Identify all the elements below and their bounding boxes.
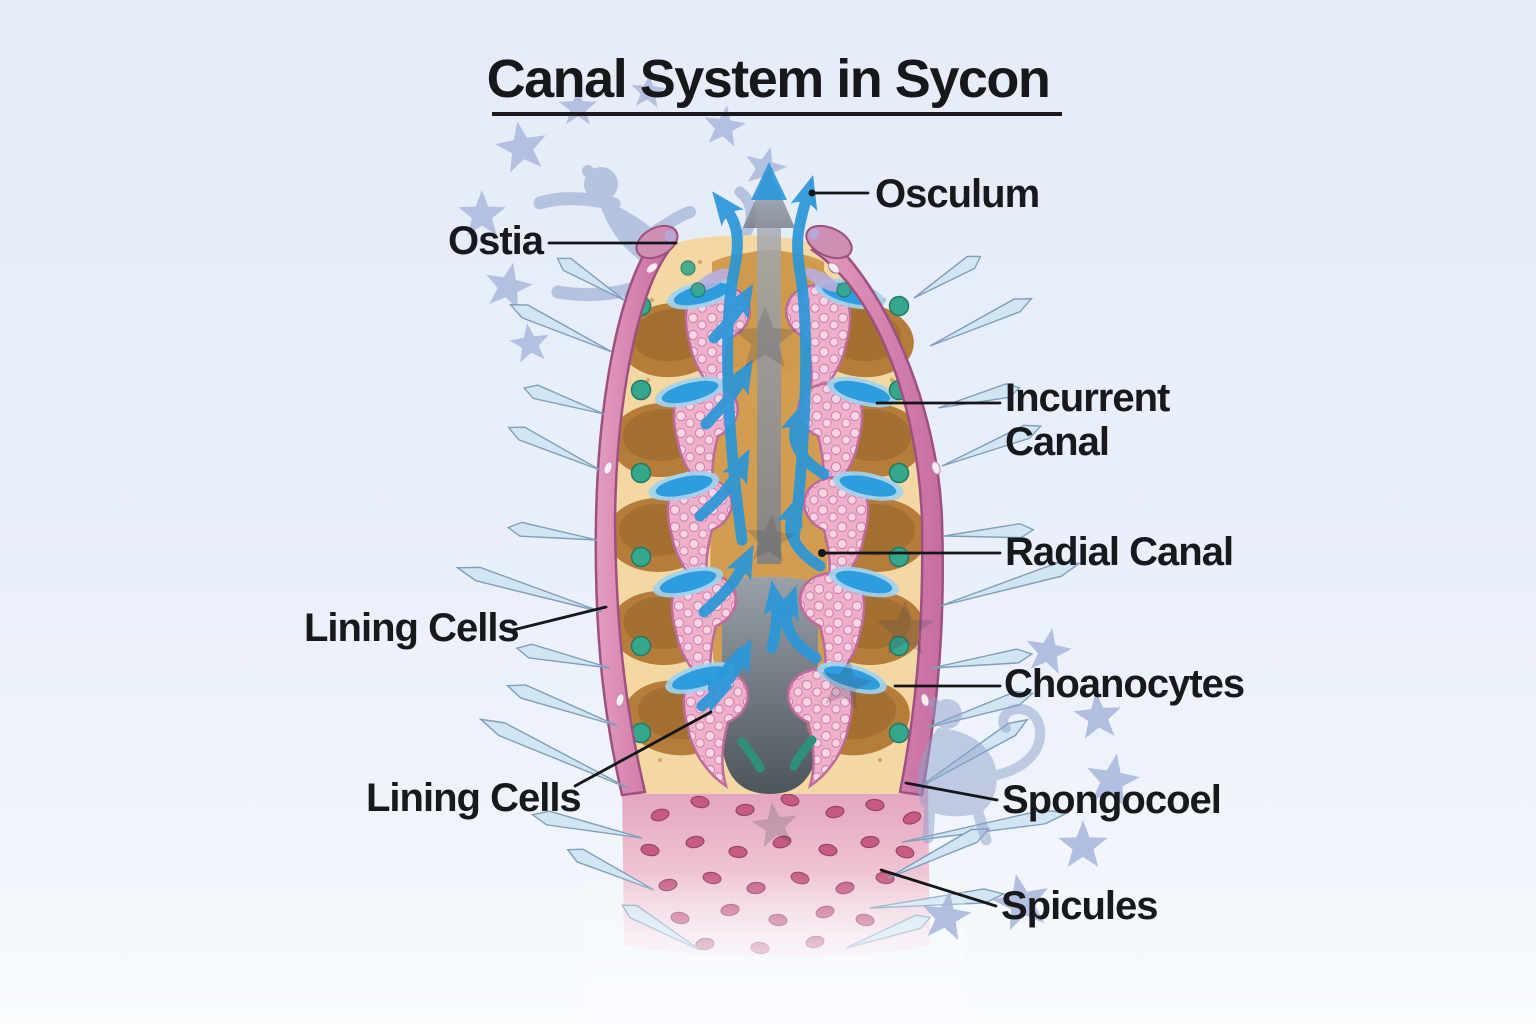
body-wall-left [594, 233, 670, 797]
incurrent-canal-streaks [648, 268, 904, 694]
label-spongocoel: Spongocoel [1002, 778, 1222, 822]
lining-cell-dots [630, 258, 910, 773]
label-lining-cells-upper: Lining Cells [304, 606, 520, 650]
label-incurrent-canal-line2: Canal [1005, 420, 1110, 464]
page-title: Canal System in Sycon [486, 49, 1051, 109]
leader-spongocoel [904, 781, 999, 802]
label-choanocytes: Choanocytes [1004, 662, 1245, 706]
monkey-silhouette-bottom [917, 697, 1046, 846]
leader-lines [511, 189, 1002, 908]
leader-lining-cells-lower [573, 710, 713, 788]
label-osculum: Osculum [875, 172, 1040, 216]
label-ostia: Ostia [448, 219, 544, 263]
label-incurrent-canal: Incurrent Canal [1005, 376, 1170, 464]
title-underline [492, 112, 1062, 116]
label-radial-canal: Radial Canal [1005, 530, 1234, 574]
watermark-overlay [732, 306, 1140, 940]
water-flow-arrows [694, 175, 830, 713]
leader-spicules [879, 868, 998, 908]
osculum-rim [635, 224, 853, 260]
label-spicules: Spicules [1001, 884, 1159, 928]
sponge-body [454, 162, 1083, 1020]
wall-pore-ovals [603, 262, 941, 707]
label-incurrent-canal-line1: Incurrent [1005, 376, 1170, 420]
blue-arrowhead [751, 162, 787, 200]
body-wall-right [809, 234, 945, 797]
label-lining-cells-lower: Lining Cells [366, 776, 582, 820]
base-fade [585, 870, 965, 1020]
leader-lining-cells-upper [511, 605, 608, 632]
